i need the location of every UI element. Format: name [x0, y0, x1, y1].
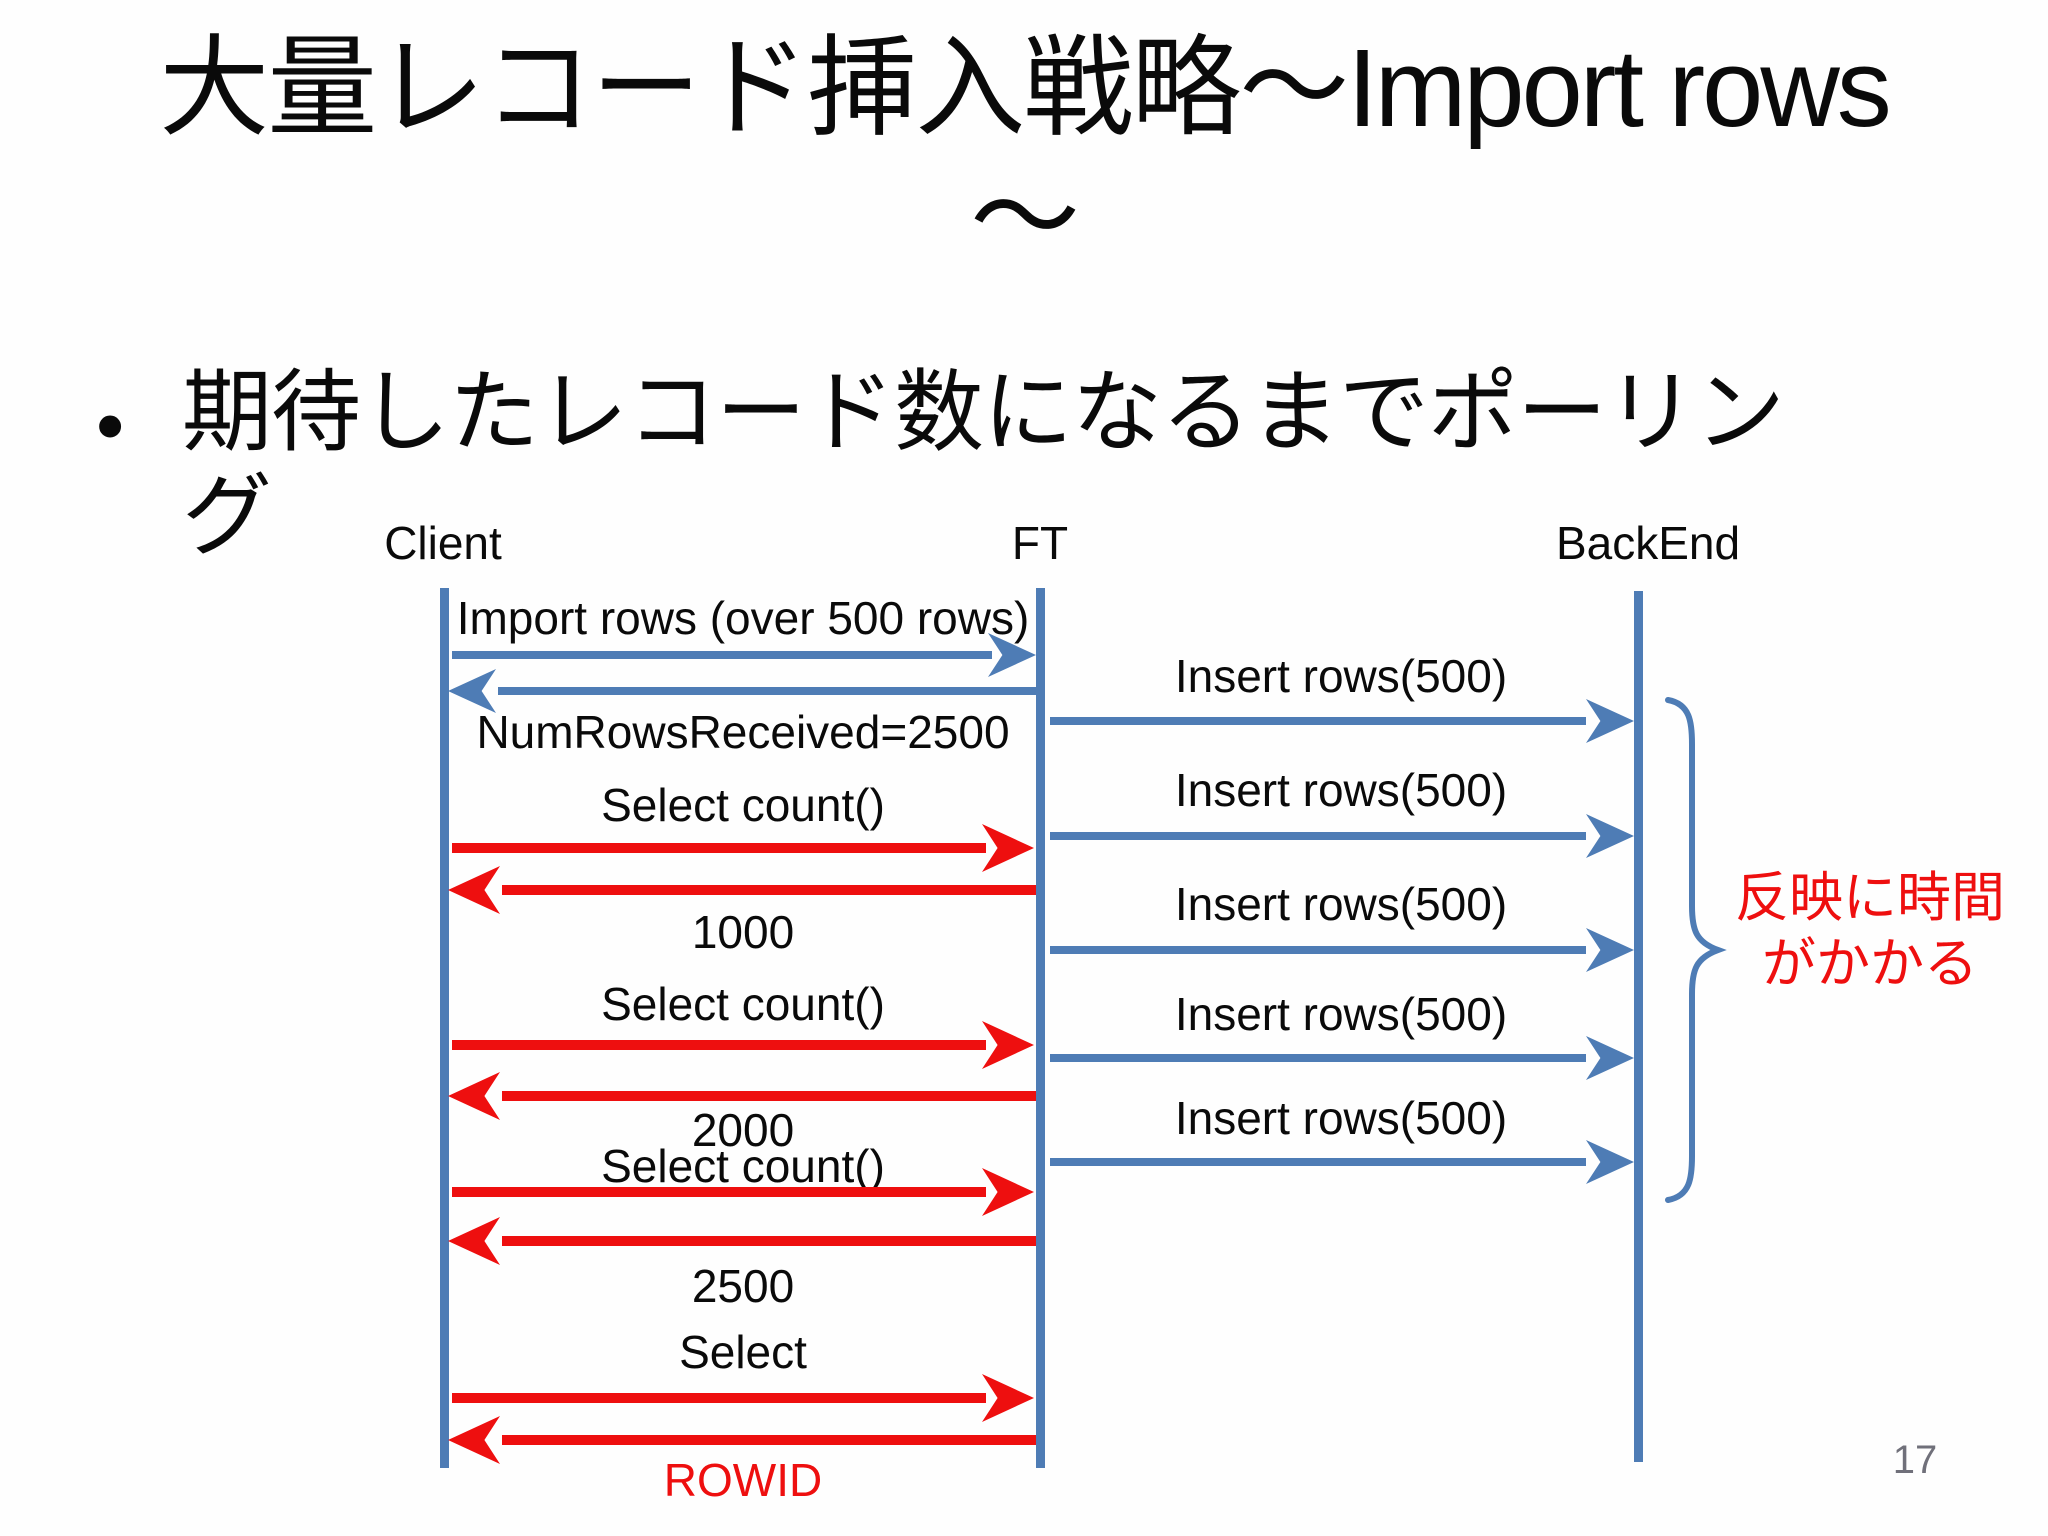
lifeline-backend	[1634, 591, 1643, 1462]
arrow-shaft	[1050, 1158, 1586, 1166]
arrow-shaft	[498, 687, 1036, 695]
lifeline-label-client: Client	[384, 517, 502, 569]
label-numrows: NumRowsReceived=2500	[476, 706, 1010, 758]
arrow-shaft	[452, 1393, 986, 1403]
title-english: Import rows	[1347, 27, 1892, 150]
arrowhead-left-icon	[448, 866, 500, 914]
label-rowid: ROWID	[663, 1454, 823, 1506]
label-select-count-2: Select count()	[601, 978, 885, 1030]
slide-title: 大量レコード挿入戦略～Import rows ～	[0, 24, 2048, 285]
arrow-shaft	[452, 651, 992, 659]
arrow-shaft	[502, 885, 1036, 895]
label-result-1000: 1000	[691, 906, 795, 958]
arrowhead-left-icon	[448, 1217, 500, 1265]
label-insert-rows-1: Insert rows(500)	[1174, 650, 1508, 702]
bullet-text: 期待したレコード数になるまでポーリン グ	[182, 362, 1982, 571]
lifeline-label-ft: FT	[1011, 517, 1069, 569]
annotation-line2: がかかる	[1762, 933, 1978, 994]
arrowhead-right-icon	[1586, 1140, 1634, 1184]
annotation-line1: 反映に時間	[1735, 868, 2005, 928]
arrow-shaft	[1050, 1054, 1586, 1062]
label-insert-rows-2: Insert rows(500)	[1174, 764, 1508, 816]
bullet-line1: 期待したレコード数になるまでポーリン	[182, 364, 1785, 463]
lifeline-client	[440, 588, 449, 1468]
brace-icon	[1665, 697, 1727, 1203]
title-japanese: 大量レコード挿入戦略～	[159, 28, 1349, 150]
label-insert-rows-5: Insert rows(500)	[1174, 1092, 1508, 1144]
label-select: Select	[679, 1326, 807, 1378]
label-result-2500: 2500	[691, 1260, 795, 1312]
label-insert-rows-4: Insert rows(500)	[1174, 988, 1508, 1040]
arrowhead-right-icon	[982, 824, 1034, 872]
page-number: 17	[1892, 1438, 1938, 1482]
label-select-count-1: Select count()	[601, 779, 885, 831]
lifeline-ft	[1036, 588, 1045, 1468]
arrowhead-right-icon	[982, 1374, 1034, 1422]
arrowhead-right-icon	[1586, 1036, 1634, 1080]
label-select-count-3: Select count()	[601, 1140, 885, 1192]
arrow-shaft	[452, 1040, 986, 1050]
label-import-rows: Import rows (over 500 rows)	[456, 592, 1030, 644]
title-tilde: ～	[970, 157, 1080, 280]
bullet-marker: •	[94, 375, 127, 477]
label-insert-rows-3: Insert rows(500)	[1174, 878, 1508, 930]
bullet-line2: グ	[182, 468, 272, 568]
arrow-shaft	[452, 1187, 986, 1197]
arrow-shaft	[502, 1236, 1036, 1246]
arrowhead-right-icon	[1586, 814, 1634, 858]
arrow-shaft	[1050, 832, 1586, 840]
arrowhead-right-icon	[1586, 928, 1634, 972]
arrow-shaft	[502, 1435, 1036, 1445]
arrow-shaft	[502, 1091, 1036, 1101]
label-result-2000: 2000	[691, 1104, 795, 1156]
arrow-shaft	[1050, 946, 1586, 954]
annotation-reflection-delay: 反映に時間 がかかる	[1712, 866, 2028, 998]
arrow-shaft	[1050, 717, 1586, 725]
arrowhead-right-icon	[1586, 699, 1634, 743]
lifeline-label-backend: BackEnd	[1555, 517, 1741, 569]
arrow-shaft	[452, 843, 986, 853]
title-line1: 大量レコード挿入戦略～Import rows	[0, 24, 2048, 155]
